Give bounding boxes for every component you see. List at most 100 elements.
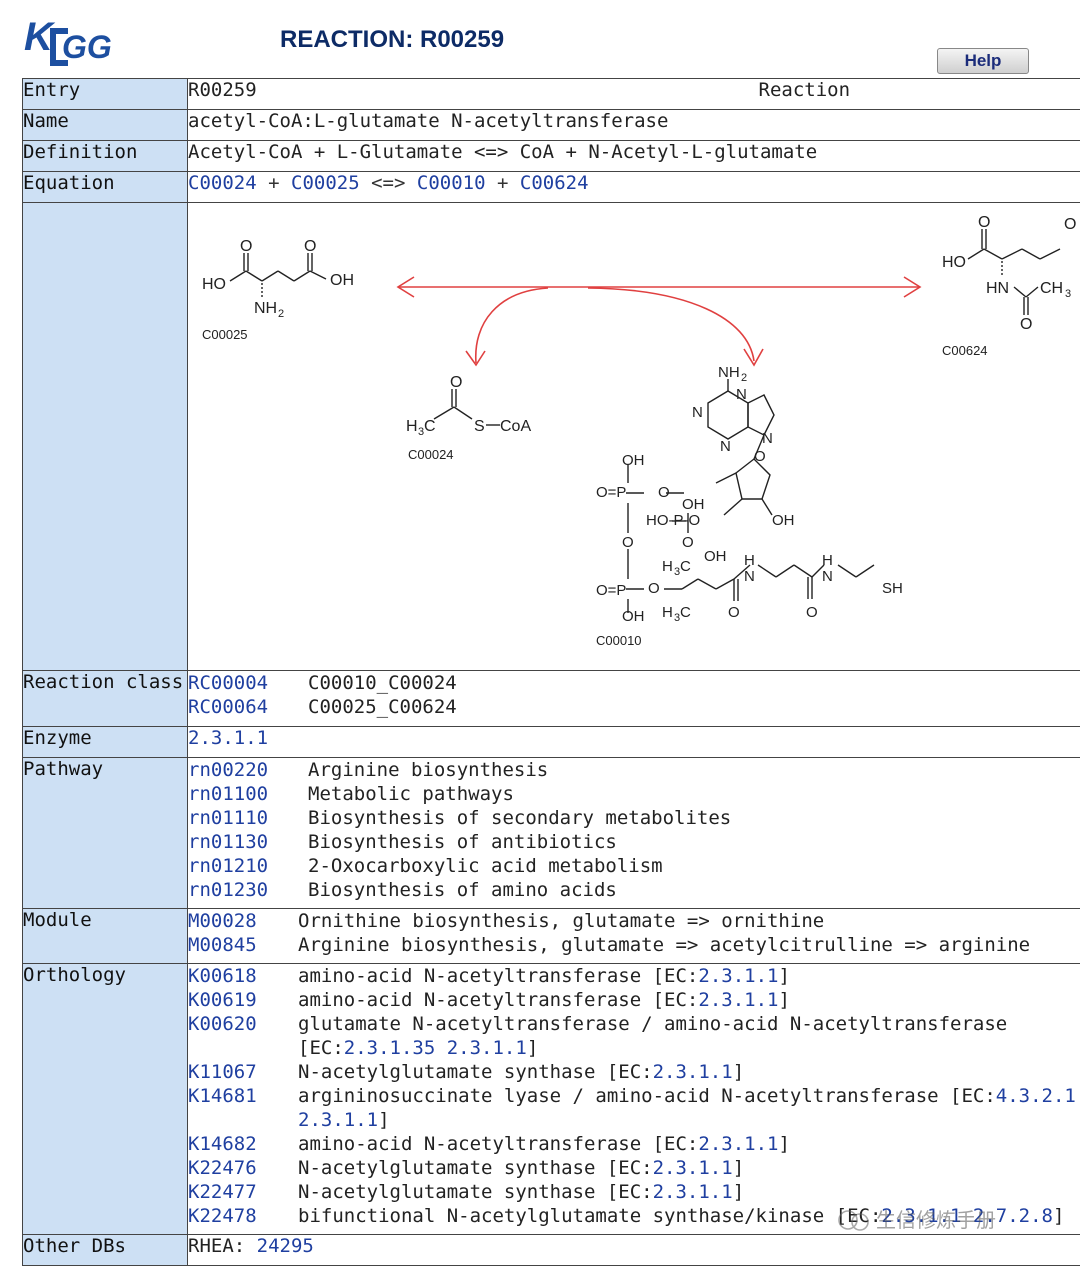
ec-link[interactable]: 2.3.1.1 2.7.2.8 xyxy=(881,1205,1053,1227)
svg-text:H: H xyxy=(822,552,833,569)
svg-text:O: O xyxy=(1064,216,1076,233)
orthology-link[interactable]: K14682 xyxy=(188,1133,257,1155)
svg-text:GG: GG xyxy=(62,29,112,65)
ec-link[interactable]: 2.3.1.1 xyxy=(298,1109,379,1131)
ec-link[interactable]: 4.3.2.1 xyxy=(995,1085,1076,1107)
enzyme-link[interactable]: 2.3.1.1 xyxy=(188,727,269,750)
pathway-link[interactable]: rn01210 xyxy=(188,855,269,877)
svg-text:CH: CH xyxy=(1040,280,1063,297)
orthology-link[interactable]: K00620 xyxy=(188,1013,257,1035)
pathway-item: rn00220 Arginine biosynthesis xyxy=(188,759,1080,783)
kegg-logo[interactable]: K GG xyxy=(22,8,122,72)
pathway-link[interactable]: rn01130 xyxy=(188,831,269,853)
ec-link[interactable]: 2.3.1.35 xyxy=(343,1037,436,1059)
svg-text:OH: OH xyxy=(622,452,645,469)
orthology-item-continued: [EC:2.3.1.35 2.3.1.1] xyxy=(189,1036,1080,1060)
svg-text:O: O xyxy=(450,374,462,391)
svg-text:O: O xyxy=(754,448,766,465)
equation-compound-link[interactable]: C00624 xyxy=(519,172,589,195)
reaction-class-link[interactable]: RC00064 xyxy=(188,696,269,718)
orthology-link[interactable]: K00619 xyxy=(188,989,257,1011)
pathway-desc: 2-Oxocarboxylic acid metabolism xyxy=(308,855,663,877)
module-desc: Arginine biosynthesis, glutamate => acet… xyxy=(298,934,1031,956)
orthology-link[interactable]: K11067 xyxy=(188,1061,257,1083)
svg-text:O: O xyxy=(622,534,634,551)
orthology-link[interactable]: K00618 xyxy=(188,965,257,987)
rhea-link[interactable]: 24295 xyxy=(256,1235,314,1258)
ec-link[interactable]: 2.3.1.1 xyxy=(652,1157,733,1179)
enzyme-value-cell: 2.3.1.1 xyxy=(187,726,1080,758)
reaction-class-label: Reaction class xyxy=(22,670,188,727)
equation-compound-link[interactable]: C00010 xyxy=(416,172,486,195)
ec-link[interactable]: 2.3.1.1 xyxy=(698,965,779,987)
ec-link[interactable]: 2.3.1.1 xyxy=(446,1037,527,1059)
svg-text:3: 3 xyxy=(674,566,680,578)
svg-text:OH: OH xyxy=(704,548,727,565)
compound-label-c00010[interactable]: C00010 xyxy=(596,633,642,648)
svg-text:N: N xyxy=(744,568,755,585)
svg-text:OH: OH xyxy=(682,496,705,513)
svg-text:CoA: CoA xyxy=(500,418,531,435)
pathway-link[interactable]: rn01230 xyxy=(188,879,269,901)
svg-text:3: 3 xyxy=(1065,288,1071,300)
other-db-name: RHEA: xyxy=(188,1235,246,1258)
svg-text:H: H xyxy=(662,558,673,575)
svg-text:3: 3 xyxy=(418,426,424,438)
compound-label-c00025[interactable]: C00025 xyxy=(202,327,248,342)
coa-structure[interactable] xyxy=(626,379,875,613)
orthology-link[interactable]: K22476 xyxy=(188,1157,257,1179)
equation-plus: + xyxy=(268,172,280,195)
name-label: Name xyxy=(22,109,188,141)
equation-compound-link[interactable]: C00024 xyxy=(188,172,257,195)
reaction-class-link[interactable]: RC00004 xyxy=(188,672,269,694)
equation-compound-link[interactable]: C00025 xyxy=(291,172,360,195)
ec-link[interactable]: 2.3.1.1 xyxy=(652,1061,733,1083)
orthology-ec-close: ] xyxy=(732,1157,745,1179)
orthology-link[interactable]: K22477 xyxy=(188,1181,257,1203)
orthology-item-continued: 2.3.1.1] xyxy=(189,1108,1080,1132)
svg-text:O=P: O=P xyxy=(596,484,626,501)
pathway-link[interactable]: rn01100 xyxy=(188,783,269,805)
orthology-link[interactable]: K14681 xyxy=(188,1085,257,1107)
module-link[interactable]: M00028 xyxy=(188,910,257,932)
svg-text:O: O xyxy=(240,238,252,255)
ec-link[interactable]: 2.3.1.1 xyxy=(698,1133,779,1155)
entry-id: R00259 xyxy=(188,79,257,102)
acetyl-coa-structure[interactable] xyxy=(433,389,500,426)
orthology-ec-close: ] xyxy=(778,989,790,1011)
module-link[interactable]: M00845 xyxy=(188,934,257,956)
pathway-desc: Biosynthesis of amino acids xyxy=(308,879,617,901)
svg-text:O: O xyxy=(304,238,316,255)
pathway-link[interactable]: rn00220 xyxy=(188,759,269,781)
ec-link[interactable]: 2.3.1.1 xyxy=(652,1181,733,1203)
svg-text:N: N xyxy=(720,438,731,455)
svg-text:O: O xyxy=(648,580,660,597)
svg-text:S: S xyxy=(474,418,485,435)
ec-link[interactable]: 2.3.1.1 xyxy=(698,989,779,1011)
pathway-desc: Biosynthesis of antibiotics xyxy=(308,831,617,853)
svg-text:O: O xyxy=(658,484,670,501)
compound-label-c00024[interactable]: C00024 xyxy=(408,447,454,462)
enzyme-label: Enzyme xyxy=(22,726,188,758)
orthology-link[interactable]: K22478 xyxy=(188,1205,257,1227)
wechat-watermark: 生信修炼手册 xyxy=(836,1205,1046,1235)
svg-text:OH: OH xyxy=(772,512,795,529)
compound-label-c00624[interactable]: C00624 xyxy=(942,343,988,358)
pathway-desc: Arginine biosynthesis xyxy=(308,759,549,781)
entry-label: Entry xyxy=(22,78,188,110)
glutamate-structure[interactable] xyxy=(229,253,327,297)
orthology-ec-close: ] xyxy=(526,1037,539,1059)
pathway-link[interactable]: rn01110 xyxy=(188,807,269,829)
help-button[interactable]: Help xyxy=(937,48,1029,74)
n-acetylglutamate-structure[interactable] xyxy=(967,229,1061,315)
